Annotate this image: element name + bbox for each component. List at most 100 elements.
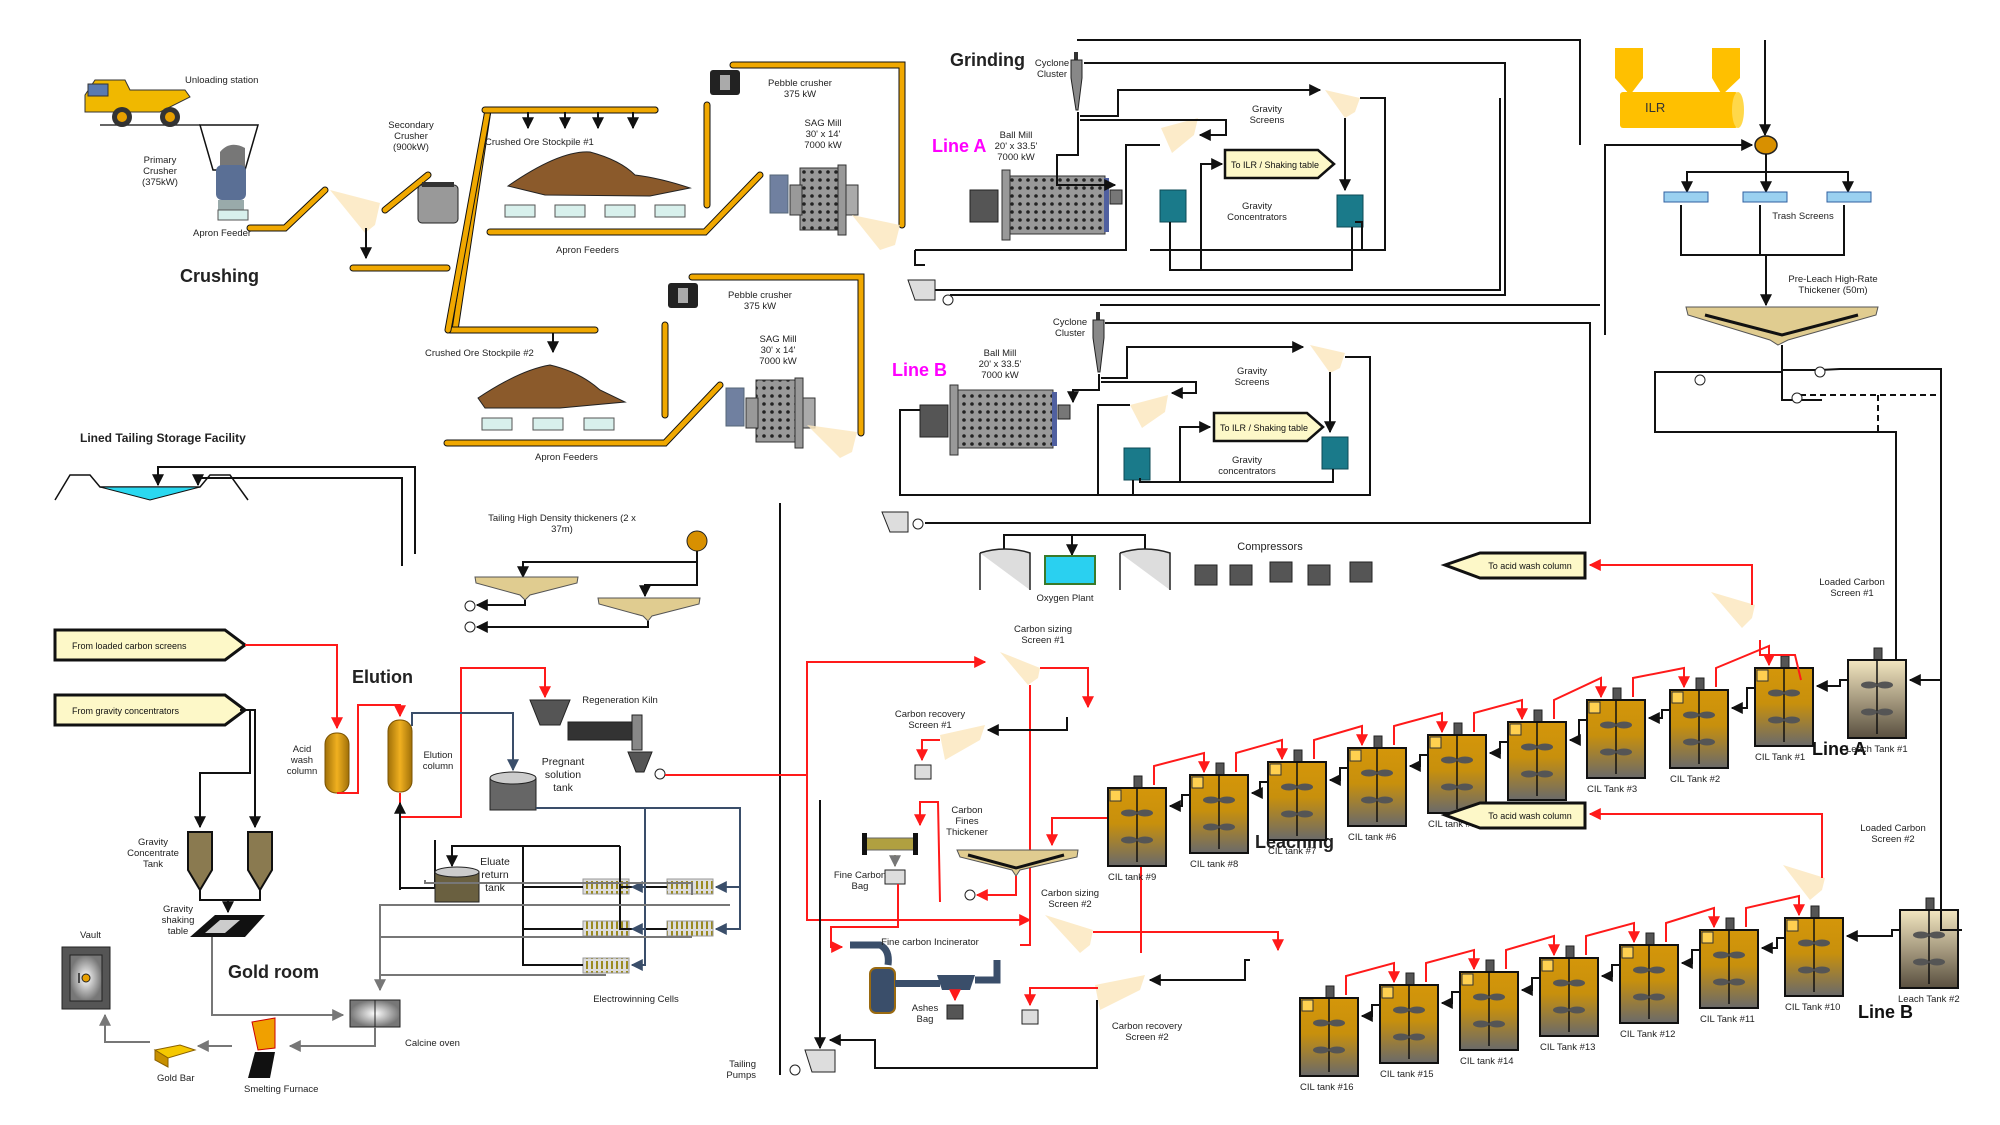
cil-tank: CIL tank #6 — [1347, 735, 1407, 843]
unloading-station-label: Unloading station — [185, 75, 258, 86]
tank-label: CIL tank #8 — [1190, 859, 1238, 870]
regeneration-kiln — [529, 699, 666, 780]
cil-tank: CIL Tank #10 — [1784, 905, 1844, 1013]
tank-label: CIL tank #14 — [1460, 1056, 1514, 1067]
calcine-oven-label: Calcine oven — [405, 1038, 460, 1049]
sizing-2-label-2: Screen #2 — [1048, 899, 1091, 910]
secondary-crusher-label-2: Crusher — [394, 131, 428, 142]
oxygen-plant — [979, 534, 1171, 590]
electrowinning-cells — [522, 807, 741, 974]
carbon-fines-thickener — [914, 801, 1142, 953]
loaded-carbon-screen-2 — [1588, 808, 1825, 900]
section-title-crushing: Crushing — [180, 266, 259, 286]
carbon-advance-flow — [1313, 724, 1368, 759]
to-acid-wash-1[interactable]: To acid wash column — [1440, 551, 1587, 580]
slurry-flow — [1647, 709, 1670, 724]
sag-mill-b-label-2: 30' x 14' — [761, 345, 796, 356]
vault — [61, 946, 111, 1010]
from-loaded-carbon-screens[interactable]: From loaded carbon screens — [53, 628, 248, 662]
ball-mill-b-label-1: Ball Mill — [984, 348, 1017, 359]
primary-crusher-label-1: Primary — [144, 155, 177, 166]
loaded-2-label-2: Screen #2 — [1871, 834, 1914, 845]
slurry-flow — [1488, 741, 1508, 759]
recovery-2-label-2: Screen #2 — [1125, 1032, 1168, 1043]
from-gravity-concentrators[interactable]: From gravity concentrators — [53, 693, 248, 727]
gold-bar — [153, 1044, 197, 1068]
to-acid-wash-2[interactable]: To acid wash column — [1440, 801, 1587, 830]
fines-thickener-label-3: Thickener — [946, 827, 988, 838]
leach-tank: Leach Tank #2 — [1898, 897, 1960, 1005]
grinding-line-b-label: Line B — [892, 360, 947, 380]
gold-bar-label: Gold Bar — [157, 1073, 195, 1084]
tailing-thickeners — [464, 503, 781, 1075]
pebble-crusher-a — [703, 61, 906, 229]
cil-tank: CIL Tank #4 — [1507, 709, 1567, 817]
tank-label: CIL tank #6 — [1348, 832, 1396, 843]
acid-wash-label-3: column — [287, 766, 318, 777]
apron-feeders-2-label: Apron Feeders — [535, 452, 598, 463]
leach-tank: Leach Tank #1 — [1846, 647, 1908, 755]
ashes-bag-label-1: Ashes — [912, 1003, 939, 1014]
loaded-carbon-screen-1 — [1588, 559, 1755, 628]
gravity-screens-b-label-2: Screens — [1235, 377, 1270, 388]
tailing-pump-box — [789, 1049, 836, 1076]
stockpile-1-label: Crushed Ore Stockpile #1 — [485, 137, 594, 148]
acid-wash-label-1: Acid — [293, 744, 311, 755]
cil-tank: CIL tank #9 — [1107, 775, 1167, 883]
slurry-flow — [1600, 964, 1620, 982]
tank-label: CIL Tank #1 — [1755, 752, 1805, 763]
leach-line-a-label: Line A — [1812, 739, 1866, 759]
loaded-2-label-1: Loaded Carbon — [1860, 823, 1926, 834]
section-title-tailing-facility: Lined Tailing Storage Facility — [80, 431, 246, 445]
carbon-advance-flow — [1393, 711, 1448, 745]
fine-bag-label-2: Bag — [852, 881, 869, 892]
carbon-sizing-screen-2 — [1045, 915, 1284, 953]
from-gravity-label: From gravity concentrators — [72, 706, 180, 716]
tank-label: CIL Tank #12 — [1620, 1029, 1675, 1040]
smelting-furnace — [248, 1017, 276, 1078]
sag-mill-a — [769, 164, 859, 236]
ball-mill-a-label-1: Ball Mill — [1000, 130, 1033, 141]
carbon-advance-flow — [1505, 934, 1560, 969]
cil-tank: CIL tank #14 — [1459, 959, 1519, 1067]
carbon-sizing-screen-1 — [1000, 652, 1094, 946]
carbon-advance-flow — [1553, 676, 1607, 719]
pregnant-tank-label-2: solution — [545, 769, 581, 781]
primary-crusher-label-2: Crusher — [143, 166, 177, 177]
to-ilr-shaking-table-b[interactable]: To ILR / Shaking table — [1212, 411, 1325, 443]
sag-mill-a-label-1: SAG Mill — [805, 118, 842, 129]
secondary-crusher-label-3: (900kW) — [393, 142, 429, 153]
fines-thickener-label-1: Carbon — [951, 805, 982, 816]
gravity-shaking-table — [190, 915, 265, 937]
gravity-tank-label-2: Concentrate — [127, 848, 179, 859]
ball-mill-b — [919, 384, 1071, 456]
cyclone-b-label-2: Cluster — [1055, 328, 1085, 339]
tank-label: CIL Tank #11 — [1700, 1014, 1755, 1025]
recovery-1-label-2: Screen #1 — [908, 720, 951, 731]
preleach-distribution — [1604, 40, 1872, 335]
gravity-conc-b-label-2: concentrators — [1218, 466, 1276, 477]
carbon-recovery-screen-1 — [914, 717, 1068, 780]
compressors — [1194, 561, 1373, 586]
shaking-table-label-2: shaking — [162, 915, 195, 926]
eluate-tank-label-3: tank — [485, 882, 506, 894]
vibrating-screen-crushing — [330, 190, 380, 233]
cyclone-b-label-1: Cyclone — [1053, 317, 1087, 328]
carbon-advance-flow — [1345, 961, 1400, 995]
stockpile-2-label: Crushed Ore Stockpile #2 — [425, 348, 534, 359]
tailing-thickeners-label-1: Tailing High Density thickeners (2 x — [488, 513, 636, 524]
cil-tank: CIL tank #16 — [1299, 985, 1359, 1093]
trommel-screen-b — [807, 425, 857, 458]
tailing-pumps-label-2: Pumps — [726, 1070, 756, 1081]
section-title-gold-room: Gold room — [228, 962, 319, 982]
eluate-tank-label-2: return — [481, 869, 509, 881]
to-ilr-shaking-table-a[interactable]: To ILR / Shaking table — [1223, 148, 1336, 180]
slurry-flow — [1845, 929, 1900, 942]
pebble-crusher-a-label-1: Pebble crusher — [768, 78, 832, 89]
shaking-table-label-1: Gravity — [163, 904, 193, 915]
carbon-advance-flow — [1745, 894, 1805, 927]
shaking-table-label-3: table — [168, 926, 189, 937]
feed-to-leach-b — [1940, 910, 1962, 931]
section-title-grinding: Grinding — [950, 50, 1025, 70]
